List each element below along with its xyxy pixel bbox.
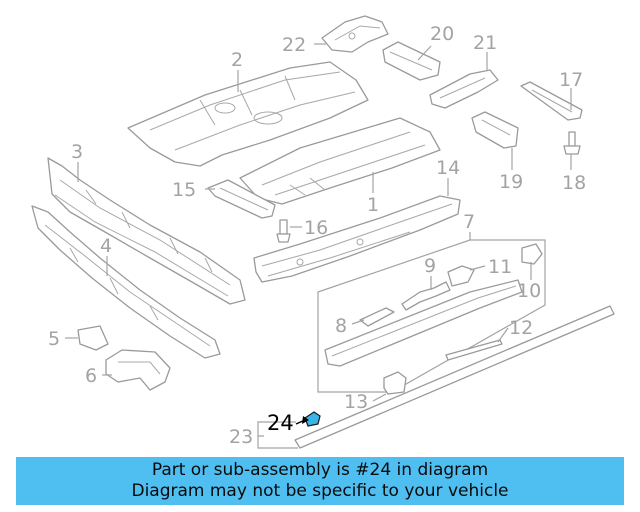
part-9-reinforcement <box>401 281 451 311</box>
part-1-floor-panel <box>239 117 441 205</box>
part-17-bracket <box>520 81 583 121</box>
part-15-crossmember <box>207 179 276 219</box>
parts-diagram: 1 2 3 4 5 6 7 8 9 10 11 12 13 14 15 16 1… <box>31 15 615 449</box>
label-part-24-highlighted: 24 <box>267 411 294 435</box>
label-part-3: 3 <box>71 141 83 163</box>
part-12-strip <box>445 339 503 361</box>
part-24-clip <box>304 411 321 427</box>
info-banner: Part or sub-assembly is #24 in diagram D… <box>16 457 624 505</box>
part-8-bracket <box>359 307 395 327</box>
label-part-9: 9 <box>424 255 436 277</box>
label-part-23: 23 <box>229 426 253 448</box>
label-part-21: 21 <box>473 32 497 54</box>
label-part-17: 17 <box>559 69 583 91</box>
part-7-rocker-panel <box>324 279 523 367</box>
label-part-16: 16 <box>304 217 328 239</box>
part-20-bracket <box>382 41 441 81</box>
part-11-bracket <box>447 265 475 287</box>
label-part-18: 18 <box>562 172 586 194</box>
label-part-5: 5 <box>48 328 60 350</box>
part-6-bracket <box>105 349 171 391</box>
part-5-gusset <box>77 325 109 351</box>
label-part-11: 11 <box>488 256 512 278</box>
part-16-bolt <box>276 219 291 243</box>
label-part-4: 4 <box>100 235 112 257</box>
part-14-rail <box>253 195 461 283</box>
label-part-19: 19 <box>499 171 523 193</box>
label-part-22: 22 <box>282 34 306 56</box>
part-2-floor-pan <box>127 61 369 167</box>
part-10-bracket <box>521 243 543 265</box>
part-4-inner-member <box>31 205 221 359</box>
part-21-bracket <box>429 69 499 109</box>
part-23-sill-molding <box>294 305 615 449</box>
label-part-10: 10 <box>517 280 541 302</box>
part-3-side-member <box>47 157 246 305</box>
part-13-bracket <box>383 371 407 395</box>
label-part-6: 6 <box>85 365 97 387</box>
label-part-13: 13 <box>344 391 368 413</box>
label-part-2: 2 <box>231 49 243 71</box>
label-part-15: 15 <box>172 179 196 201</box>
part-22-reinforcement <box>321 15 389 53</box>
label-part-1: 1 <box>367 194 379 216</box>
label-part-12: 12 <box>509 317 533 339</box>
caption-line-2: Diagram may not be specific to your vehi… <box>131 481 509 501</box>
part-18-bolt <box>563 131 581 155</box>
label-part-7: 7 <box>463 211 475 233</box>
caption-line-1: Part or sub-assembly is #24 in diagram <box>151 460 489 480</box>
label-part-8: 8 <box>335 315 347 337</box>
label-part-14: 14 <box>436 157 460 179</box>
part-19-bracket <box>471 111 519 149</box>
label-part-20: 20 <box>430 23 454 45</box>
